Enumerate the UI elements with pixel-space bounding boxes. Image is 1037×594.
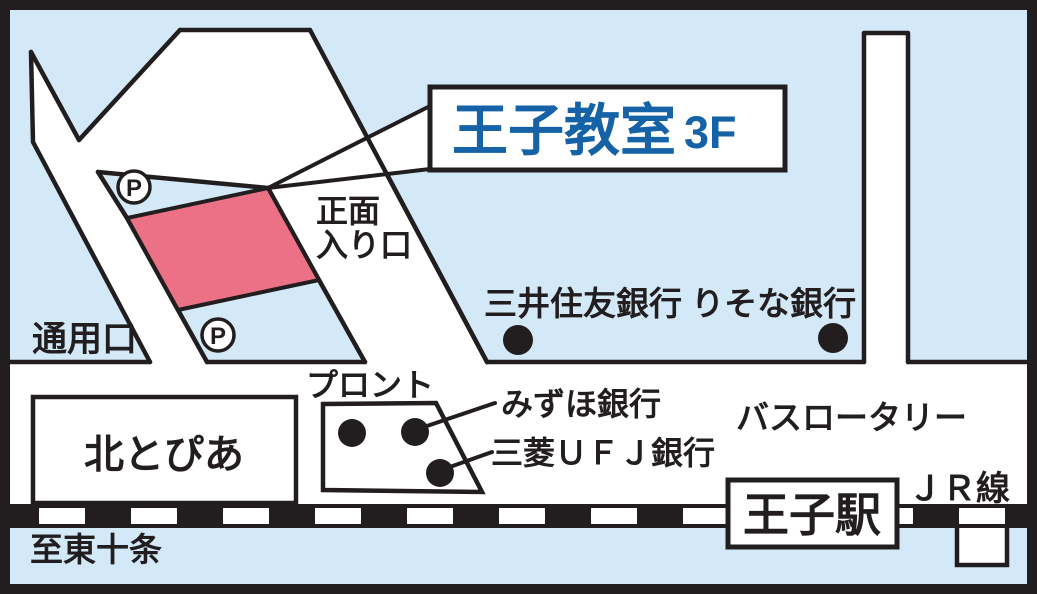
jr-line-label: ＪＲ線 [908, 470, 1010, 508]
bank-dot [338, 419, 366, 447]
resona-dot [818, 323, 848, 353]
map-title: 王子教室 [452, 99, 676, 162]
mizuho-label: みずほ銀行 [501, 386, 661, 422]
oji-station-box [725, 477, 900, 550]
mufg-leader-line [445, 450, 494, 470]
hokutopia-label: 北とぴあ [84, 433, 244, 477]
classroom-building [125, 186, 321, 312]
callout-box [427, 84, 788, 173]
svg-text:P: P [126, 175, 142, 202]
mizuho-dot [401, 418, 429, 446]
pronto-label: プロント [306, 367, 434, 403]
main-entrance-label-line2: 入り口 [316, 227, 412, 263]
smbc-resona-label: 三井住友銀行 りそな銀行 [484, 285, 856, 322]
main-diagonal-road [31, 30, 487, 362]
mufg-dot [426, 459, 454, 487]
railway-crossing-stub [954, 518, 1010, 568]
bus-rotary-label: バスロータリー [736, 399, 967, 436]
parking-icon-upper: P [116, 169, 152, 205]
hokutopia-building [30, 394, 299, 506]
main-entrance-label-line1: 正面 [316, 193, 380, 229]
to-higashijujo-label: 至東十条 [30, 531, 162, 568]
parking-icon-lower: P [200, 317, 236, 353]
right-vertical-road [864, 33, 908, 362]
smbc-dot [503, 325, 533, 355]
side-entrance-label: 通用口 [32, 320, 137, 359]
oji-station-label: 王子駅 [743, 489, 881, 541]
title-callout: 王子教室 3F [266, 84, 788, 365]
mizuho-leader-line [419, 401, 497, 430]
svg-text:P: P [210, 323, 226, 350]
map-title-floor: 3F [684, 107, 737, 158]
mufg-label: 三菱ＵＦＪ銀行 [491, 435, 715, 471]
